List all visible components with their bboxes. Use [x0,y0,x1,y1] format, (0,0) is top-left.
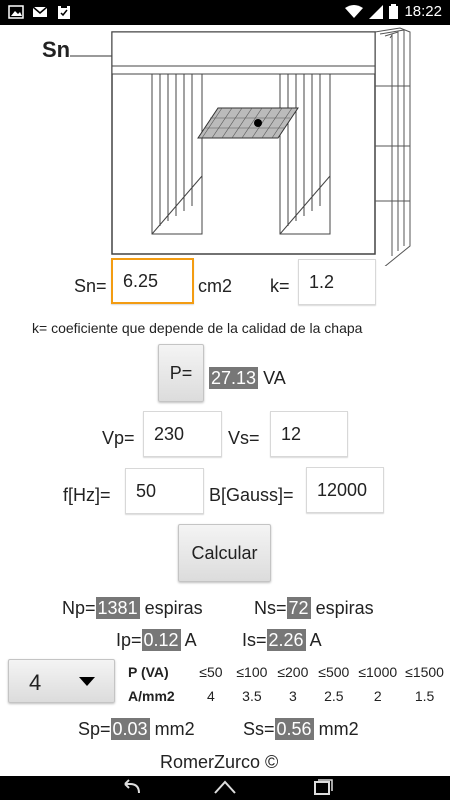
p-cell: ≤500 [318,664,350,680]
is-value: 2.26 [266,629,306,651]
back-icon[interactable] [117,778,147,798]
np-label: Np= [62,598,96,618]
power-button[interactable]: P= [158,344,204,402]
vs-label: Vs= [228,428,260,448]
density-table: P (VA) ≤50 ≤100 ≤200 ≤500 ≤1000 ≤1500 A/… [128,660,448,708]
recents-icon[interactable] [308,778,338,798]
sp-label: Sp= [78,719,111,739]
ss-unit: mm2 [318,719,359,739]
a-cell: 2.5 [324,688,344,704]
table-row: A/mm2 4 3.5 3 2.5 2 1.5 [128,684,448,708]
is-label: Is= [242,630,267,650]
calculate-button[interactable]: Calcular [178,524,271,582]
gauss-label: B[Gauss]= [209,485,294,505]
sp-value: 0.03 [110,718,150,740]
ip-value: 0.12 [141,629,181,651]
power-value: 27.13 [209,367,259,389]
signal-icon [369,4,384,19]
dropdown-arrow-icon [79,677,95,686]
p-header: P (VA) [128,664,169,680]
image-icon [8,5,24,19]
k-note: k= coeficiente que depende de la calidad… [32,320,363,336]
vs-input[interactable]: 12 [270,411,348,457]
a-cell: 3.5 [242,688,262,704]
ns-result: Ns=72 espiras [254,597,374,619]
np-value: 1381 [95,597,140,619]
ss-value: 0.56 [274,718,314,740]
a-cell: 3 [288,688,297,704]
footer-credit: RomerZurco © [160,752,279,772]
vp-label: Vp= [102,428,135,448]
ss-result: Ss=0.56 mm2 [243,718,359,740]
table-row: P (VA) ≤50 ≤100 ≤200 ≤500 ≤1000 ≤1500 [128,660,448,684]
status-bar: 18:22 [0,0,450,25]
ip-label: Ip= [116,630,142,650]
figure-sn-label: Sn [42,37,71,62]
p-cell: ≤200 [277,664,309,680]
home-icon[interactable] [210,778,240,798]
ns-label: Ns= [254,598,287,618]
gmail-icon [32,6,48,17]
ip-unit: A [184,630,197,650]
sn-label: Sn= [74,276,107,296]
ns-unit: espiras [315,598,374,618]
status-time: 18:22 [404,3,442,20]
navigation-bar [0,776,450,800]
np-unit: espiras [144,598,203,618]
is-unit: A [309,630,322,650]
k-label: k= [270,276,290,296]
np-result: Np=1381 espiras [62,597,203,619]
k-input[interactable]: 1.2 [298,259,376,305]
p-cell: ≤50 [199,664,223,680]
p-cell: ≤1000 [358,664,398,680]
gauss-input[interactable]: 12000 [306,467,384,513]
sp-unit: mm2 [154,719,195,739]
wifi-icon [345,4,364,18]
sn-unit: cm2 [198,276,233,296]
current-density-value: 4 [29,670,42,695]
ss-label: Ss= [243,719,275,739]
transformer-core-diagram [70,27,411,266]
sp-result: Sp=0.03 mm2 [78,718,195,740]
ns-value: 72 [286,597,311,619]
freq-label: f[Hz]= [63,485,111,505]
is-result: Is=2.26 A [242,629,322,651]
sn-input[interactable]: 6.25 [111,258,194,304]
freq-input[interactable]: 50 [125,468,204,514]
p-cell: ≤1500 [405,664,444,680]
p-cell: ≤100 [236,664,268,680]
vp-input[interactable]: 230 [143,411,222,457]
power-result: 27.13 VA [209,367,286,389]
ip-result: Ip=0.12 A [116,629,197,651]
a-cell: 4 [207,688,215,704]
clipboard-check-icon [58,5,70,19]
a-cell: 1.5 [414,688,435,704]
battery-icon [389,4,399,19]
power-unit: VA [263,368,286,388]
a-cell: 2 [373,688,382,704]
current-density-select[interactable]: 4 [8,659,115,703]
a-header: A/mm2 [128,688,175,704]
